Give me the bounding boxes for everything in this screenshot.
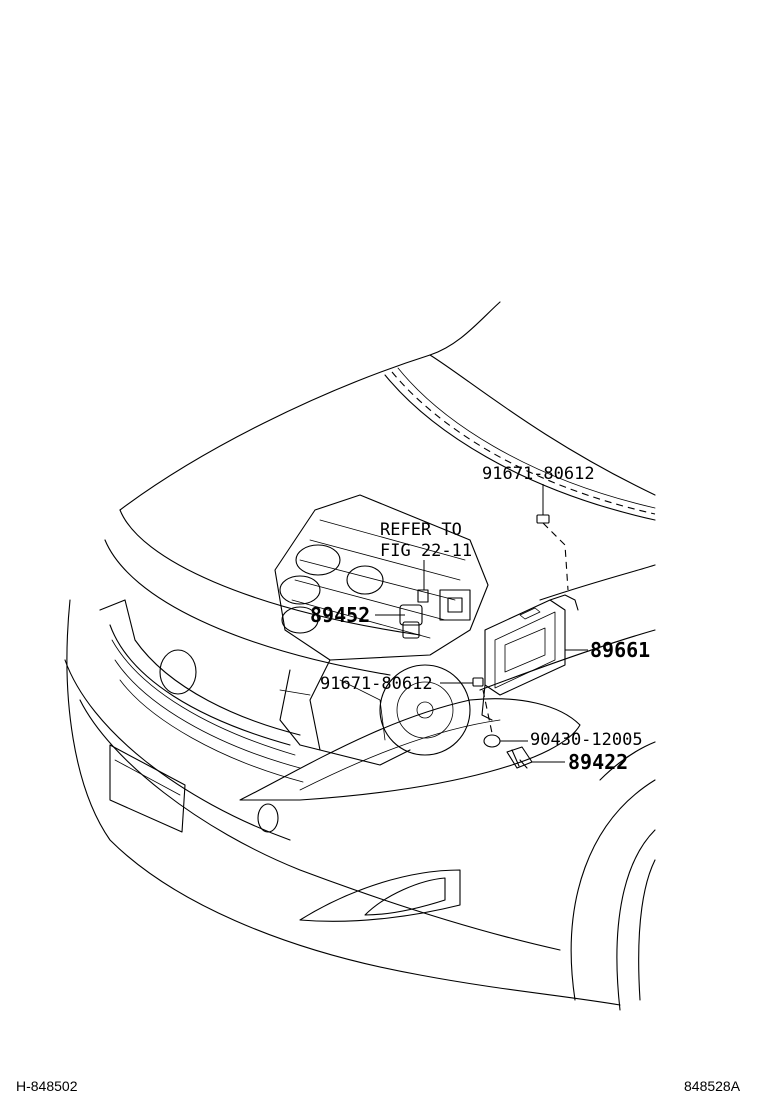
car-body-outline [64, 301, 656, 1011]
label-90430-12005: 90430-12005 [530, 730, 643, 750]
label-89452: 89452 [310, 603, 370, 627]
label-91671-80612-top: 91671-80612 [482, 464, 595, 484]
clip-lower-graphic [472, 677, 484, 687]
gasket-90430-graphic [483, 734, 501, 748]
clip-top-graphic [536, 514, 550, 524]
label-89422: 89422 [568, 750, 628, 774]
label-fig-22-11: FIG 22-11 [380, 541, 472, 561]
engine-assembly [274, 494, 489, 766]
label-91671-80612-lower: 91671-80612 [320, 674, 433, 694]
footer-left-code: H-848502 [16, 1078, 78, 1094]
footer-right-code: 848528A [684, 1078, 741, 1094]
leader-lines [375, 484, 588, 763]
label-89661: 89661 [590, 638, 650, 662]
label-refer-to: REFER TO [380, 520, 462, 540]
